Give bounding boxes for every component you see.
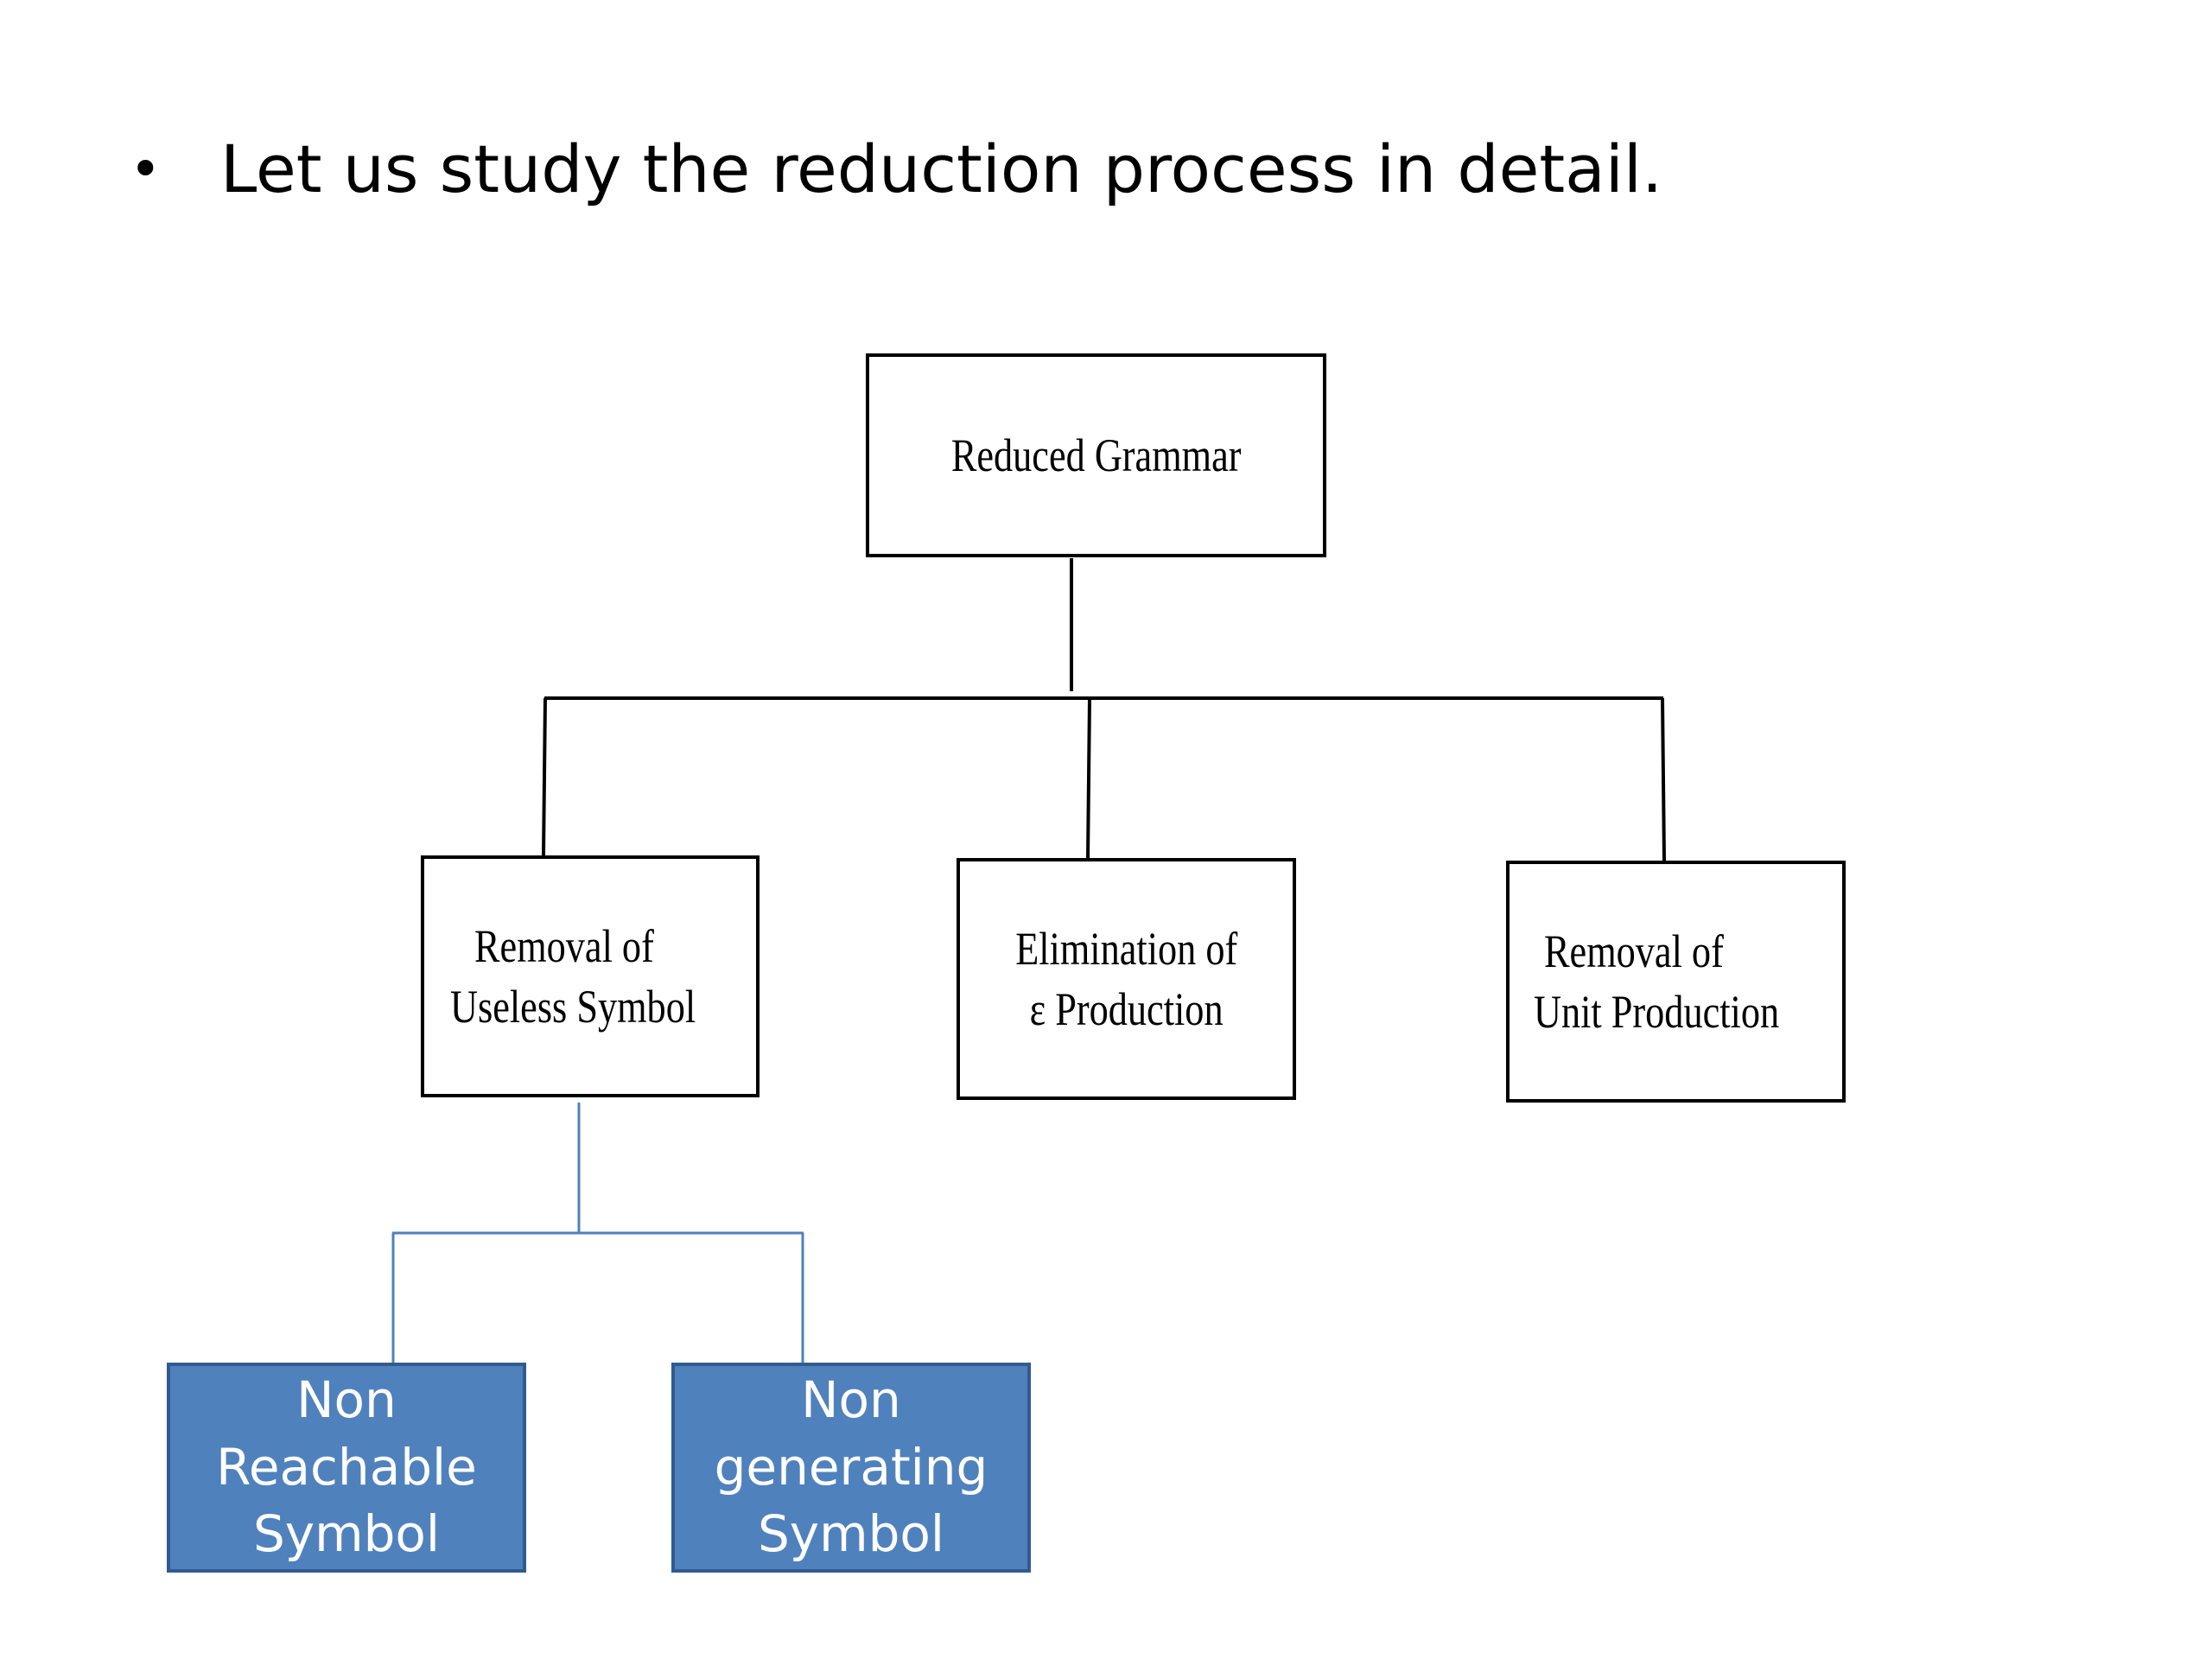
child-box-epsilon-production: Elimination of ε Production <box>957 858 1296 1100</box>
sub-label-line-1: Non <box>296 1370 397 1429</box>
sub-label-line-2: generating <box>714 1437 988 1497</box>
child-label-line-1: Elimination of <box>1014 922 1238 975</box>
sub-label-line-1: Non <box>801 1370 901 1429</box>
bullet-point: • Let us study the reduction process in … <box>130 121 1662 216</box>
child-label-line-2: ε Production <box>1029 983 1224 1035</box>
sub-box-non-reachable-symbol: Non Reachable Symbol <box>167 1363 526 1573</box>
sub-box-non-generating-symbol: Non generating Symbol <box>671 1363 1031 1573</box>
child-label-line-1: Removal of <box>1544 925 1724 977</box>
connector-to-epsilon-production <box>1086 697 1091 859</box>
root-box-reduced-grammar: Reduced Grammar <box>866 353 1326 557</box>
sub-label-line-3: Symbol <box>757 1504 945 1564</box>
bullet-glyph: • <box>130 137 162 200</box>
sub-label-line-2: Reachable <box>216 1437 477 1497</box>
child-label-line-1: Removal of <box>474 919 654 972</box>
child-label-line-2: Useless Symbol <box>450 981 696 1033</box>
connector-to-useless-symbol <box>542 697 547 856</box>
sub-label-line-3: Symbol <box>252 1504 441 1564</box>
bullet-text: Let us study the reduction process in de… <box>220 130 1663 207</box>
child-box-useless-symbol: Removal of Useless Symbol <box>421 855 760 1097</box>
child-box-unit-production: Removal of Unit Production <box>1506 861 1846 1103</box>
connector-to-unit-production <box>1661 697 1666 861</box>
child-label-line-2: Unit Production <box>1534 986 1780 1038</box>
root-label: Reduced Grammar <box>950 429 1242 481</box>
